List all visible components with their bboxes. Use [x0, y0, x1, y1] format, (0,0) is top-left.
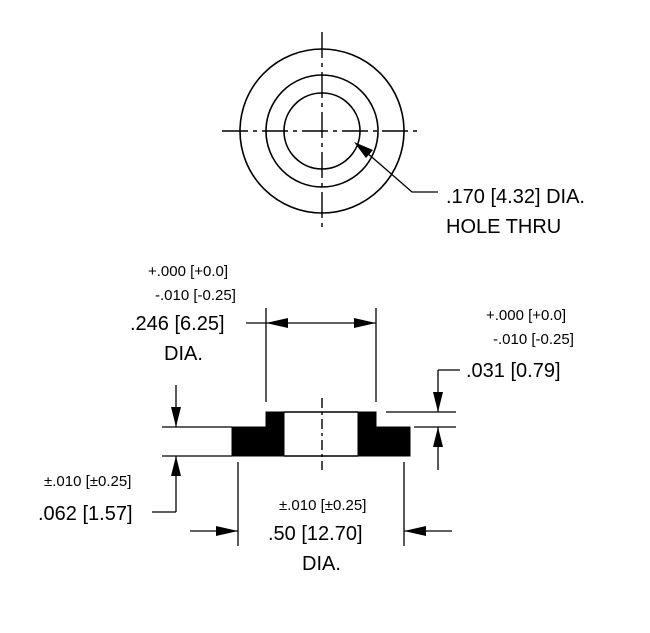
- flange-thickness-tol: ±.010 [±0.25]: [44, 473, 131, 490]
- hole-leader-line: [365, 151, 438, 193]
- outer-diameter-dimension: [190, 462, 452, 546]
- left-section-fill: [231, 411, 285, 457]
- boss-height-dimension: [386, 369, 460, 470]
- boss-diameter-value: .246 [6.25]: [130, 313, 225, 335]
- top-view: [222, 32, 438, 232]
- outer-diameter-tol: ±.010 [±0.25]: [279, 497, 366, 514]
- outer-diameter-unit: DIA.: [302, 553, 341, 575]
- hole-callout-line1: .170 [4.32] DIA.: [446, 186, 585, 208]
- boss-height-value: .031 [0.79]: [466, 360, 561, 382]
- hole-leader-arrow: [354, 142, 373, 158]
- flange-thickness-value: .062 [1.57]: [38, 503, 133, 525]
- boss-diameter-dimension: [246, 308, 377, 402]
- boss-diameter-tol-minus: -.010 [-0.25]: [155, 287, 236, 304]
- section-view: [231, 398, 411, 470]
- boss-diameter-tol-plus: +.000 [+0.0]: [148, 263, 228, 280]
- boss-height-tol-plus: +.000 [+0.0]: [486, 307, 566, 324]
- outer-diameter-value: .50 [12.70]: [268, 523, 363, 545]
- hole-callout-line2: HOLE THRU: [446, 216, 561, 238]
- flange-thickness-dimension: [152, 385, 232, 513]
- right-section-fill: [357, 411, 411, 457]
- boss-diameter-unit: DIA.: [164, 343, 203, 365]
- boss-height-tol-minus: -.010 [-0.25]: [493, 331, 574, 348]
